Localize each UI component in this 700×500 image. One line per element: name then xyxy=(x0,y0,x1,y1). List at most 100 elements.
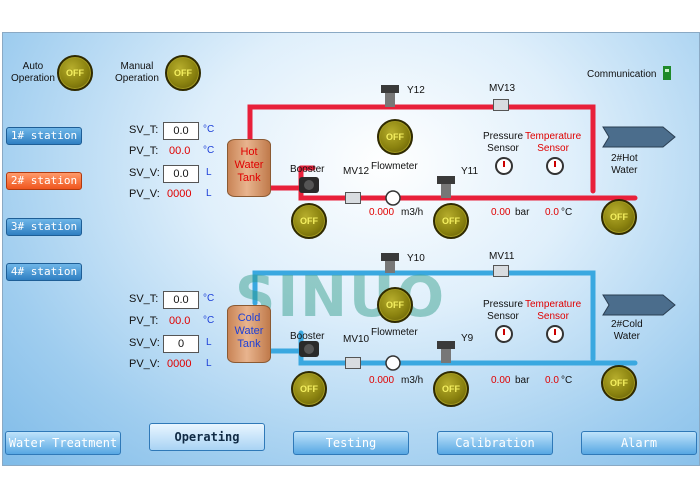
cold-sv-t-label: SV_T: xyxy=(129,293,159,305)
cold-sv-t-unit: °C xyxy=(203,293,215,304)
hot-sv-v-label: SV_V: xyxy=(129,167,160,179)
cold-temp-unit: °C xyxy=(561,375,573,386)
hot-pressure-gauge-icon xyxy=(495,157,513,175)
hot-pressure-sensor-label: Pressure Sensor xyxy=(483,131,524,154)
hot-booster-label: Booster xyxy=(290,164,325,175)
hot-mv12-valve[interactable] xyxy=(345,192,361,204)
cold-pv-t-unit: °C xyxy=(203,315,215,326)
cold-flowmeter-label: Flowmeter xyxy=(371,327,418,338)
station-1-button[interactable]: 1# station xyxy=(6,127,82,145)
cold-flow-value: 0.000 xyxy=(369,375,395,386)
cold-pv-v-unit: L xyxy=(206,358,212,369)
hot-y11-off-button[interactable]: OFF xyxy=(433,203,469,239)
hot-temp-value: 0.0 xyxy=(545,207,559,218)
cold-mv10-label: MV10 xyxy=(343,334,370,345)
hot-sv-t-label: SV_T: xyxy=(129,124,159,136)
cold-temperature-gauge-icon xyxy=(546,325,564,343)
pipe-diagram xyxy=(247,66,676,371)
hot-y12-valve-body xyxy=(381,85,399,107)
cold-y10-valve-body xyxy=(381,253,399,273)
hot-outlet-off-button[interactable]: OFF xyxy=(601,199,637,235)
cold-y10-label: Y10 xyxy=(407,253,425,264)
cold-y10-off-button[interactable]: OFF xyxy=(377,287,413,323)
station-4-button[interactable]: 4# station xyxy=(6,263,82,281)
cold-mv11-valve[interactable] xyxy=(493,265,509,277)
hot-flowmeter-label: Flowmeter xyxy=(371,161,418,172)
hot-outlet-label: 2#Hot Water xyxy=(611,153,638,176)
cold-booster-pump xyxy=(299,341,319,357)
hmi-screen: SINUO Auto Operation OFF Manual Operatio… xyxy=(2,32,700,466)
cold-sv-v-label: SV_V: xyxy=(129,337,160,349)
hot-sv-t-input[interactable]: 0.0 xyxy=(163,122,199,140)
hot-y12-off-button[interactable]: OFF xyxy=(377,119,413,155)
hot-y11-valve-body xyxy=(437,176,455,198)
manual-operation-label: Manual Operation xyxy=(115,61,159,84)
hot-pv-t-unit: °C xyxy=(203,145,215,156)
cold-temperature-sensor-label: Temperature Sensor xyxy=(525,299,582,322)
cold-sv-v-input[interactable]: 0 xyxy=(163,335,199,353)
watermark: SINUO xyxy=(235,265,447,330)
hot-flow-unit: m3/h xyxy=(401,207,424,218)
cold-sv-v-unit: L xyxy=(206,337,212,348)
hot-pv-t-value: 00.0 xyxy=(169,145,191,157)
hot-pv-v-unit: L xyxy=(206,188,212,199)
auto-operation-label: Auto Operation xyxy=(11,61,55,84)
cold-y9-valve-body xyxy=(437,341,455,363)
hot-flowmeter-dial xyxy=(385,190,401,206)
hot-pressure-value: 0.00 xyxy=(491,207,511,218)
hot-temp-unit: °C xyxy=(561,207,573,218)
communication-icon xyxy=(663,66,671,80)
cold-outlet-off-button[interactable]: OFF xyxy=(601,365,637,401)
hot-sv-v-input[interactable]: 0.0 xyxy=(163,165,199,183)
cold-booster-off-button[interactable]: OFF xyxy=(291,371,327,407)
cold-booster-label: Booster xyxy=(290,331,325,342)
cold-water-tank: Cold Water Tank xyxy=(227,305,271,363)
cold-mv11-label: MV11 xyxy=(489,251,515,262)
cold-pressure-value: 0.00 xyxy=(491,375,511,386)
cold-pressure-gauge-icon xyxy=(495,325,513,343)
hot-outlet-arrow[interactable] xyxy=(602,126,676,148)
hot-pv-v-label: PV_V: xyxy=(129,188,160,200)
hot-y11-label: Y11 xyxy=(461,166,479,177)
cold-outlet-arrow[interactable] xyxy=(602,294,676,316)
tab-operating[interactable]: Operating xyxy=(149,423,265,451)
station-2-button[interactable]: 2# station xyxy=(6,172,82,190)
cold-pv-t-value: 00.0 xyxy=(169,315,191,327)
hot-sv-v-unit: L xyxy=(206,167,212,178)
hot-pressure-unit: bar xyxy=(515,207,530,218)
tab-water-treatment[interactable]: Water Treatment xyxy=(5,431,121,455)
communication-label: Communication xyxy=(587,69,657,80)
hot-mv12-label: MV12 xyxy=(343,166,370,177)
cold-pv-t-label: PV_T: xyxy=(129,315,159,327)
hot-flow-value: 0.000 xyxy=(369,207,395,218)
hot-temperature-gauge-icon xyxy=(546,157,564,175)
cold-sv-t-input[interactable]: 0.0 xyxy=(163,291,199,309)
auto-operation-button[interactable]: OFF xyxy=(57,55,93,91)
hot-pv-v-value: 0000 xyxy=(167,188,192,200)
hot-booster-pump xyxy=(299,177,319,193)
cold-y9-off-button[interactable]: OFF xyxy=(433,371,469,407)
hot-y12-label: Y12 xyxy=(407,85,425,96)
cold-pv-v-value: 0000 xyxy=(167,358,192,370)
cold-pv-v-label: PV_V: xyxy=(129,358,160,370)
hot-temperature-sensor-label: Temperature Sensor xyxy=(525,131,582,154)
hot-water-tank: Hot Water Tank xyxy=(227,139,271,197)
hot-booster-off-button[interactable]: OFF xyxy=(291,203,327,239)
station-3-button[interactable]: 3# station xyxy=(6,218,82,236)
tab-calibration[interactable]: Calibration xyxy=(437,431,553,455)
cold-pressure-unit: bar xyxy=(515,375,530,386)
cold-flowmeter-dial xyxy=(385,355,401,371)
cold-flow-unit: m3/h xyxy=(401,375,424,386)
cold-temp-value: 0.0 xyxy=(545,375,559,386)
tab-testing[interactable]: Testing xyxy=(293,431,409,455)
hot-mv13-valve[interactable] xyxy=(493,99,509,111)
hot-mv13-label: MV13 xyxy=(489,83,516,94)
cold-y9-label: Y9 xyxy=(461,333,474,344)
hot-sv-t-unit: °C xyxy=(203,124,215,135)
tab-alarm[interactable]: Alarm xyxy=(581,431,697,455)
cold-mv10-valve[interactable] xyxy=(345,357,361,369)
hot-pv-t-label: PV_T: xyxy=(129,145,159,157)
cold-outlet-label: 2#Cold Water xyxy=(611,319,643,342)
manual-operation-button[interactable]: OFF xyxy=(165,55,201,91)
